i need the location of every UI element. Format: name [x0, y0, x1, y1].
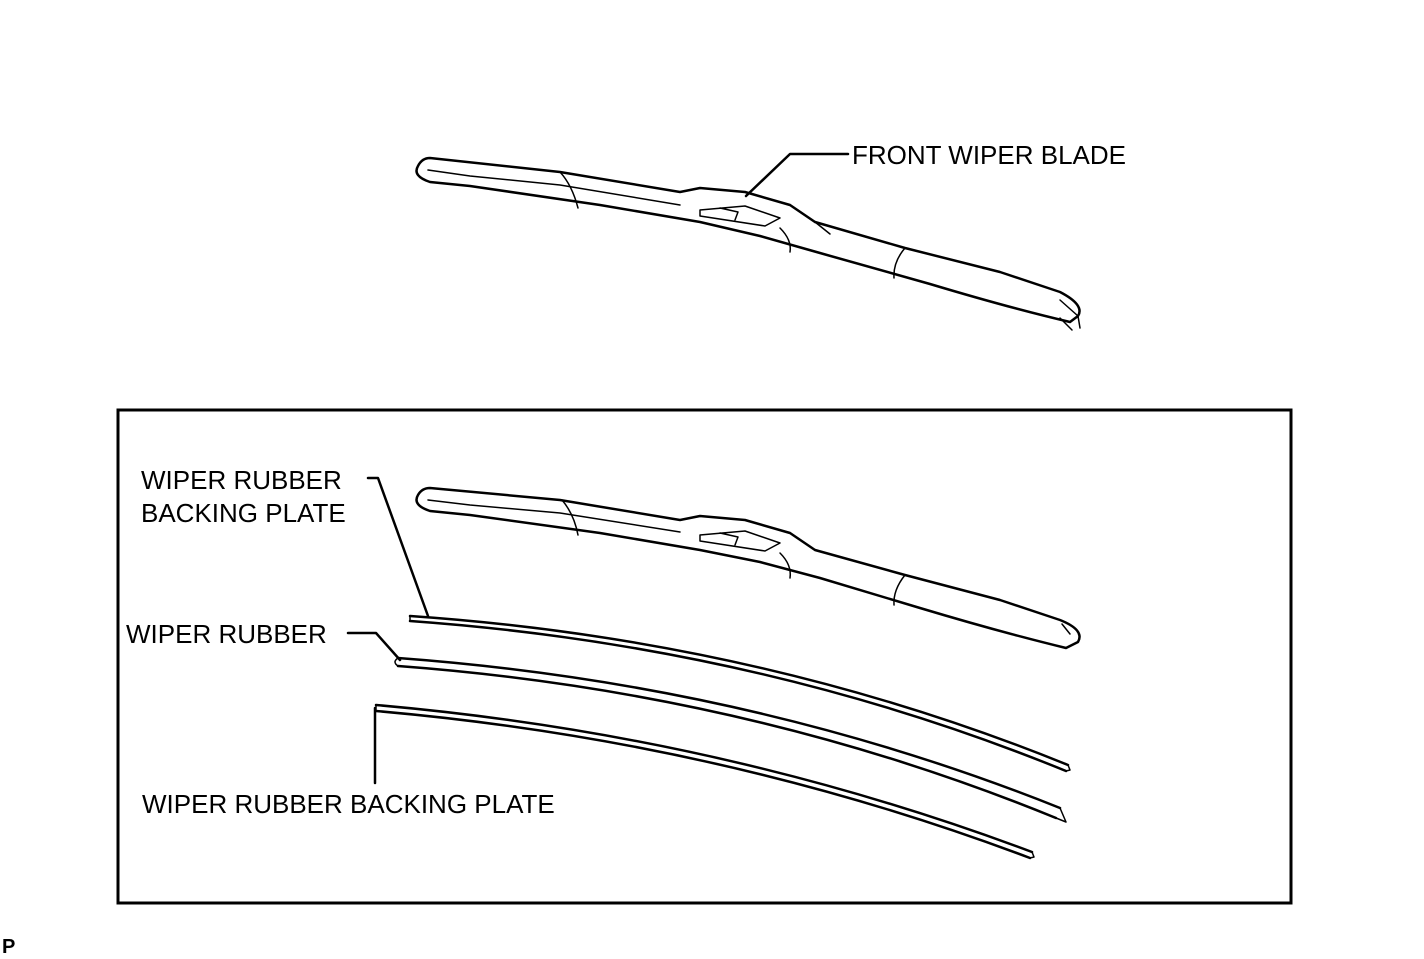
corner-reference-letter: P: [2, 936, 15, 958]
blade-body-illustration: [415, 486, 1081, 650]
upper-backing-plate-illustration: [408, 614, 1071, 773]
leader-wiper-rubber: [346, 631, 402, 662]
label-upper-backing-plate-line1: WIPER RUBBER: [141, 465, 342, 495]
front-wiper-blade-illustration: [415, 156, 1081, 331]
label-lower-backing-plate: WIPER RUBBER BACKING PLATE: [142, 789, 555, 819]
label-wiper-rubber: WIPER RUBBER: [126, 619, 327, 649]
label-upper-backing-plate-line2: BACKING PLATE: [141, 498, 346, 528]
leader-front-wiper-blade: [744, 152, 850, 198]
lower-backing-plate-illustration: [374, 703, 1035, 860]
leader-upper-backing-plate: [366, 476, 430, 618]
label-front-wiper-blade: FRONT WIPER BLADE: [852, 140, 1126, 170]
exploded-view-frame: [116, 408, 1293, 905]
wiper-rubber-illustration: [394, 656, 1067, 823]
